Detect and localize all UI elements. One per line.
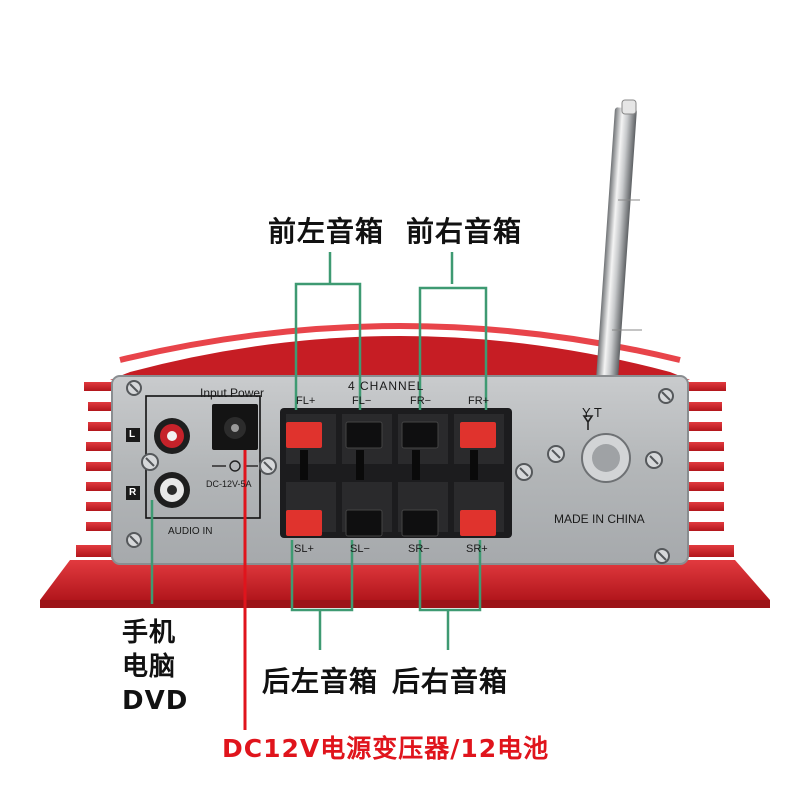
input-power-label: Input Power	[200, 386, 265, 400]
terminal-sl-plus-label: SL+	[294, 543, 314, 555]
dc-spec-label: DC-12V-5A	[206, 479, 252, 489]
front-right-speaker-label: 前右音箱	[406, 215, 523, 248]
antenna-icon	[581, 415, 631, 483]
terminal-sr-plus-label: SR+	[466, 543, 488, 555]
jack-l-label: L	[129, 429, 136, 440]
antenna-mark-label: Y T	[582, 405, 602, 420]
antenna	[590, 99, 642, 458]
terminal-fr-minus-label: FR−	[410, 395, 432, 407]
terminal-fl-minus-label: FL−	[352, 395, 372, 407]
rear-left-speaker-label: 后左音箱	[262, 665, 379, 698]
terminal-fl-plus-label: FL+	[296, 395, 316, 407]
front-left-speaker-label: 前左音箱	[268, 215, 385, 248]
power-supply-label: DC12V电源变压器/12电池	[222, 734, 550, 763]
rca-jack-icon	[154, 418, 190, 508]
channel-r-badge	[126, 486, 140, 500]
channel-title-label: 4 CHANNEL	[348, 379, 425, 393]
terminal-fr-plus-label: FR+	[468, 395, 490, 407]
channel-l-badge	[126, 428, 140, 442]
jack-r-label: R	[129, 487, 137, 498]
dc-jack-icon	[212, 404, 258, 472]
callout-lines	[150, 252, 488, 650]
made-in-china-label: MADE IN CHINA	[554, 512, 645, 526]
terminal-sl-minus-label: SL−	[350, 543, 370, 555]
audio-source-label: 手机 电脑 DVD	[122, 618, 189, 716]
speaker-terminal-icon	[280, 408, 512, 538]
terminal-sr-minus-label: SR−	[408, 543, 430, 555]
audio-in-label: AUDIO IN	[168, 526, 213, 537]
chassis-heatsink	[40, 323, 770, 608]
rear-right-speaker-label: 后右音箱	[392, 665, 509, 698]
